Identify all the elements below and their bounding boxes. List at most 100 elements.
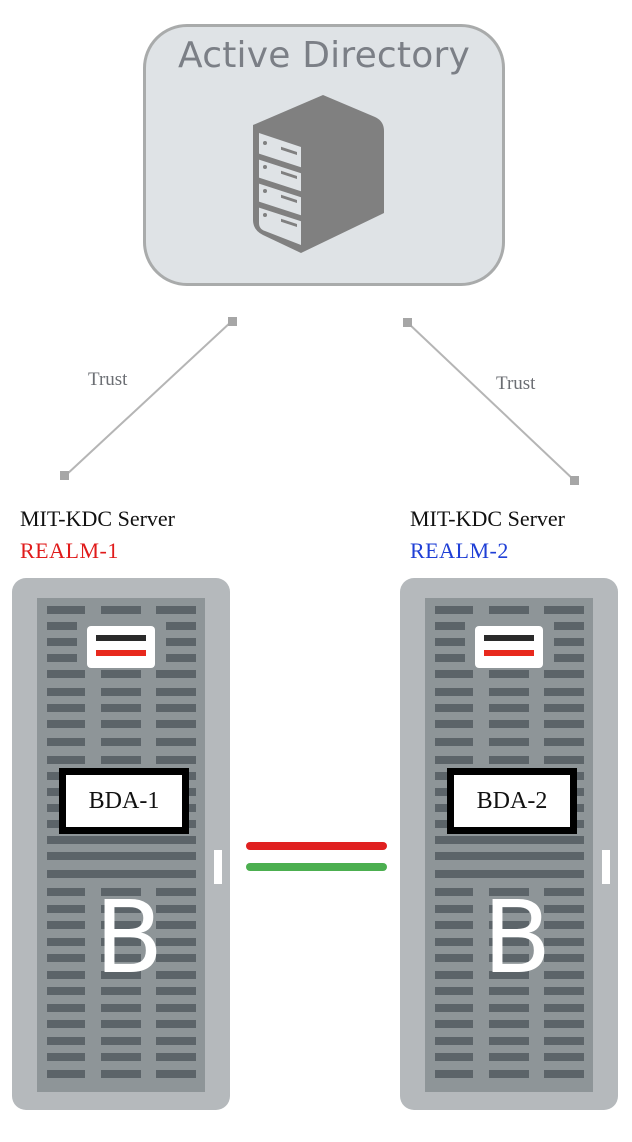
rack-vent	[101, 670, 141, 678]
rack-vent	[101, 688, 141, 696]
rack-vent	[166, 654, 196, 662]
rack-vent	[435, 622, 465, 630]
rack-vent	[489, 888, 529, 896]
rack-vent	[47, 1053, 85, 1061]
rack-vent	[435, 756, 473, 764]
rack-vent	[156, 670, 196, 678]
rack-vent	[47, 971, 85, 979]
rack-vent	[544, 954, 584, 962]
rack-vent	[101, 888, 141, 896]
rack-vent	[435, 888, 473, 896]
rack-vent	[544, 670, 584, 678]
rack-vent	[47, 622, 77, 630]
rack-vent	[544, 720, 584, 728]
realm-label-2: REALM-2	[410, 538, 509, 563]
rack-vent	[156, 756, 196, 764]
active-directory-node: Active Directory	[143, 24, 505, 286]
rack-vent	[47, 921, 85, 929]
rack-vent	[156, 987, 196, 995]
trust-label-left: Trust	[88, 369, 128, 390]
rack-vent	[554, 622, 584, 630]
rack-vent	[101, 1070, 141, 1078]
rack-vent	[47, 720, 85, 728]
rack-vent	[544, 1004, 584, 1012]
trust-endpoint	[570, 476, 579, 485]
rack-vent	[156, 938, 196, 946]
rack-vent	[489, 971, 529, 979]
trust-line-left	[64, 320, 233, 477]
rack-vent	[47, 938, 85, 946]
rack-vent	[47, 704, 85, 712]
rack-vent	[101, 720, 141, 728]
rack-vent	[435, 1004, 473, 1012]
rack-vent	[47, 756, 85, 764]
rack-vent	[489, 905, 529, 913]
oracle-logo-card	[475, 626, 543, 668]
rack-panel	[37, 598, 205, 1092]
rack-vent	[544, 704, 584, 712]
rack-vent	[489, 1020, 529, 1028]
rack-vent	[554, 654, 584, 662]
rack-vent	[47, 888, 85, 896]
rack-vent	[489, 688, 529, 696]
big-b-logo: B	[94, 879, 164, 996]
trust-endpoint	[403, 318, 412, 327]
kdc-server-title-2: MIT-KDC Server	[410, 506, 565, 531]
rack-vent	[489, 1053, 529, 1061]
rack-vent	[435, 670, 473, 678]
rack-vent	[166, 638, 196, 646]
rack-vent	[435, 987, 473, 995]
rack-vent	[101, 1020, 141, 1028]
rack-vent	[435, 606, 473, 614]
realm-label-1: REALM-1	[20, 538, 119, 563]
oracle-logo-card	[87, 626, 155, 668]
rack-vent	[489, 954, 529, 962]
rack-vent	[47, 905, 85, 913]
bda-rack-2: BDA-2 B	[400, 578, 618, 1110]
rack-vent	[544, 756, 584, 764]
rack-vent	[435, 836, 584, 844]
rack-vent	[544, 606, 584, 614]
rack-vent	[47, 987, 85, 995]
rack-vent	[47, 836, 196, 844]
rack-panel	[425, 598, 593, 1092]
rack-vent	[544, 938, 584, 946]
rack-vent	[435, 852, 584, 860]
rack-vent	[156, 888, 196, 896]
kdc-server-title-1: MIT-KDC Server	[20, 506, 175, 531]
rack-vent	[47, 606, 85, 614]
rack-vent	[544, 688, 584, 696]
rack-vent	[101, 756, 141, 764]
rack-vent	[101, 738, 141, 746]
bda-rack-1: BDA-1 B	[12, 578, 230, 1110]
rack-vent	[544, 1053, 584, 1061]
rack-vent	[47, 852, 196, 860]
rack-vent	[47, 1037, 85, 1045]
rack-vent	[156, 921, 196, 929]
rack-vent	[101, 1037, 141, 1045]
rack-vent	[544, 971, 584, 979]
big-b-logo: B	[482, 879, 552, 996]
rack-vent	[435, 954, 473, 962]
rack-vent	[101, 954, 141, 962]
rack-vent	[489, 1070, 529, 1078]
rack-vent	[544, 905, 584, 913]
rack-vent	[101, 1004, 141, 1012]
active-directory-title: Active Directory	[178, 35, 470, 76]
rack-vent	[156, 606, 196, 614]
rack-vent	[47, 1004, 85, 1012]
rack-vent	[435, 720, 473, 728]
rack-vent	[554, 638, 584, 646]
rack-vent	[47, 1020, 85, 1028]
rack-vent	[47, 688, 85, 696]
rack-vent	[47, 738, 85, 746]
rack-vent	[489, 606, 529, 614]
rack-vent	[101, 921, 141, 929]
rack-vent	[156, 1070, 196, 1078]
rack-vent	[435, 638, 465, 646]
rack-vent	[435, 1037, 473, 1045]
rack-vent	[489, 704, 529, 712]
rack-vent	[156, 738, 196, 746]
rack-vent	[435, 654, 465, 662]
rack-vent	[489, 756, 529, 764]
